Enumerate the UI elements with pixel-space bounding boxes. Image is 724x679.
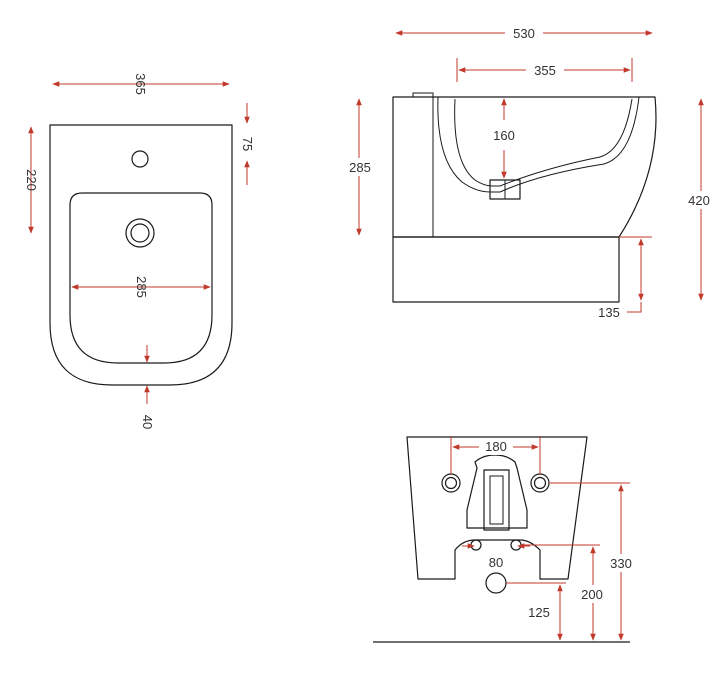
side-view-outline: [392, 96, 657, 238]
fixing-hole-left-inner: [444, 476, 458, 490]
dim-label-outlet-height: 200: [581, 587, 603, 602]
dim-label-bg-basin-length: [526, 61, 564, 79]
dim-label-bg-overall-height: [686, 191, 720, 209]
water-inlet-left: [470, 539, 482, 551]
rear-view-outline: [406, 436, 588, 580]
side-view-basin-inner: [454, 98, 633, 187]
dim-label-basin-width: 285: [134, 276, 149, 298]
dim-label-height-back: 285: [349, 160, 371, 175]
side-view: 530 355 160 285 420 135: [344, 24, 720, 320]
dim-label-bg-overall-length: [505, 24, 543, 42]
dim-label-basin-depth: 160: [493, 128, 515, 143]
dim-label-basin-length: 355: [534, 63, 556, 78]
drain-inner-ring: [130, 223, 150, 243]
dim-label-bg-waste-height: [522, 604, 556, 621]
dim-label-bg-fixing-spacing: [479, 438, 513, 455]
rear-view: 180 80 330 200 125: [373, 436, 639, 643]
dim-label-waste-height: 125: [528, 605, 550, 620]
top-view-basin: [69, 192, 213, 364]
dim-label-bg-fixing-height: [605, 554, 639, 572]
side-view-back-step: [412, 92, 434, 97]
fixing-hole-right-inner: [533, 476, 547, 490]
dim-leader-base-height: [627, 302, 642, 313]
dim-label-tap-offset: 75: [240, 137, 255, 151]
rear-view-outlet-frame: [483, 469, 510, 531]
rear-view-outlet-inner: [489, 475, 504, 525]
top-view-outline: [49, 124, 233, 386]
dim-label-outlet-spacing: 80: [489, 555, 503, 570]
dim-label-overall-height: 420: [688, 193, 710, 208]
dim-label-bg-outlet-height: [577, 585, 609, 603]
dim-label-fixing-height: 330: [610, 556, 632, 571]
dim-label-bg-height-back: [344, 158, 376, 176]
dim-label-rim: 40: [140, 415, 155, 429]
side-view-base: [392, 236, 620, 303]
dim-label-top-width: 365: [133, 73, 148, 95]
dim-label-basin-offset: 220: [24, 169, 39, 191]
dim-label-fixing-spacing: 180: [485, 439, 507, 454]
drain-outer-ring: [125, 218, 155, 248]
tap-hole: [131, 150, 149, 168]
fixing-hole-left-outer: [441, 473, 461, 493]
dim-label-base-height: 135: [598, 305, 620, 320]
fixing-hole-right-outer: [530, 473, 550, 493]
side-view-basin-outer: [437, 96, 640, 193]
rear-view-center-cutout: [466, 454, 528, 529]
waste-outlet: [485, 572, 507, 594]
dim-label-overall-length: 530: [513, 26, 535, 41]
water-inlet-right: [510, 539, 522, 551]
top-view: 365 75 220 285 40: [24, 73, 255, 429]
side-view-outlet: [489, 179, 521, 200]
